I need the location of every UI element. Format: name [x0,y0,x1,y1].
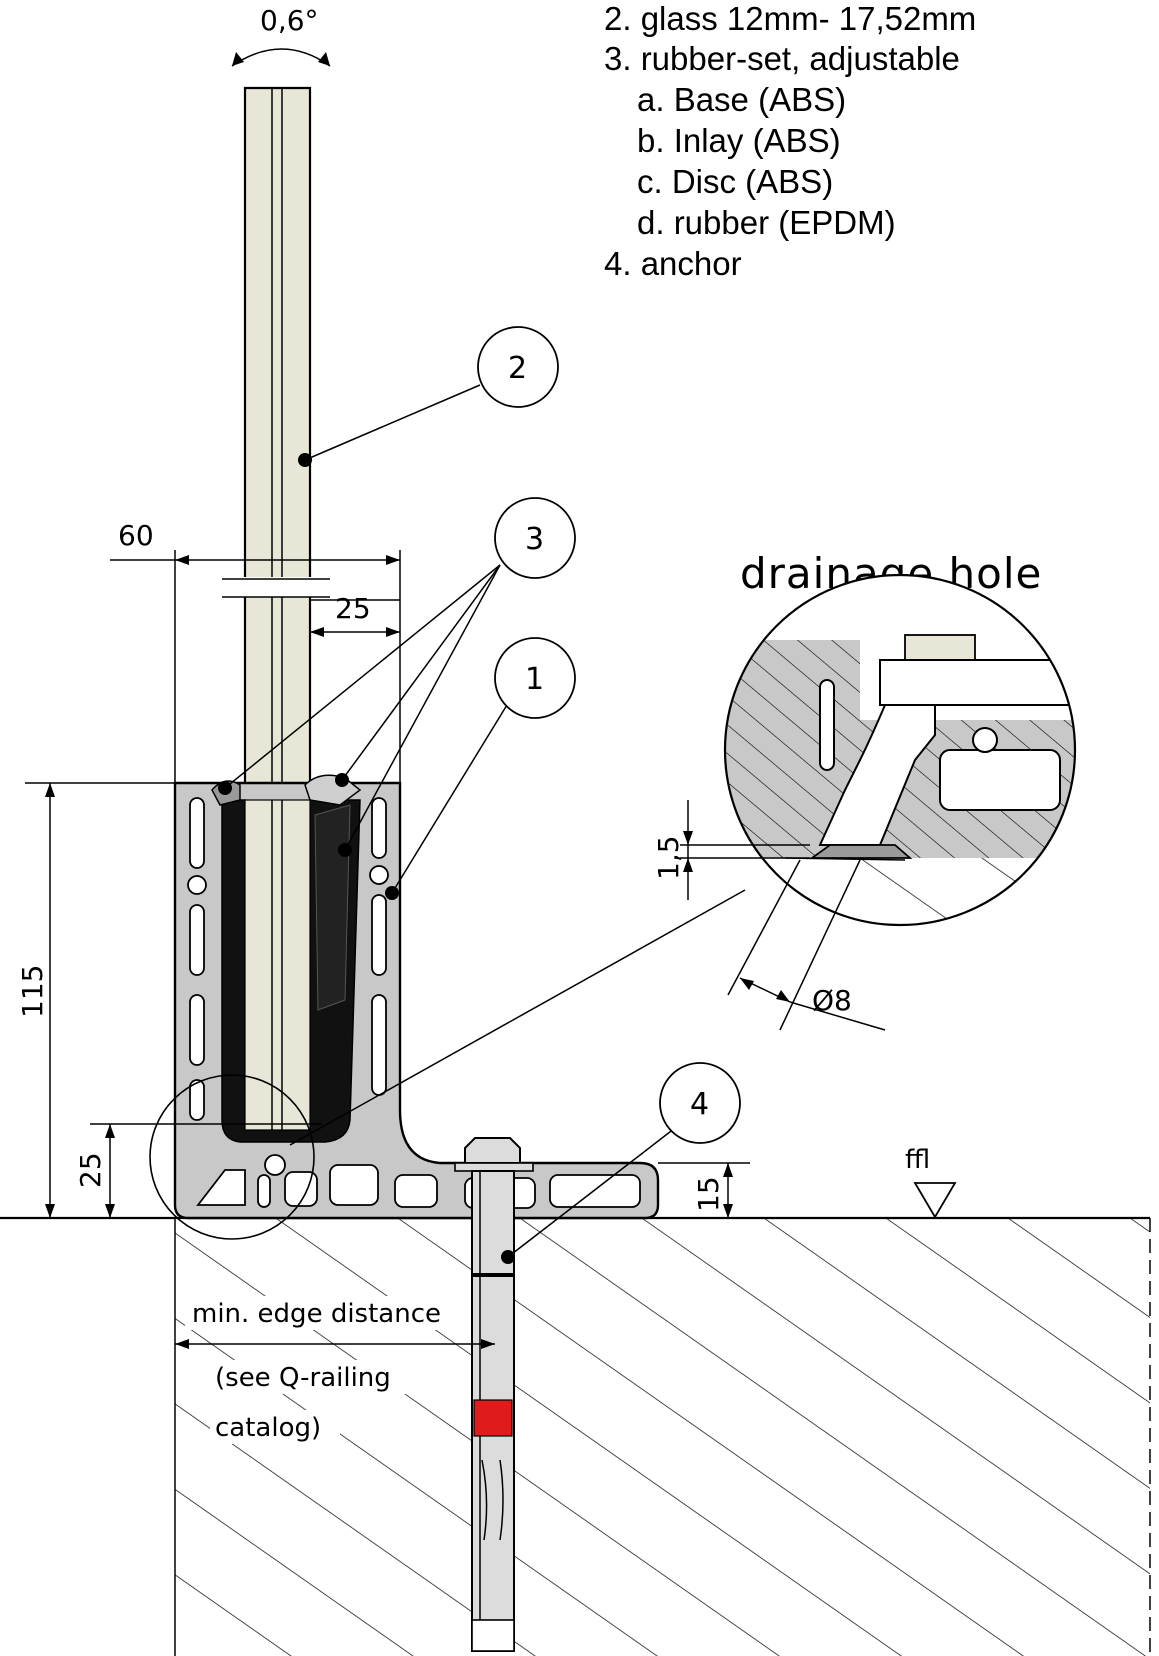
legend-item-rubber-set: 3. rubber-set, adjustable [604,40,960,77]
callout-4-label: 4 [690,1087,709,1122]
base-profile [173,774,660,1220]
callout-1-label: 1 [525,662,544,697]
detail-marker-circle [149,889,746,1240]
drainage-hole-detail: 1,5 Ø8 [652,573,1077,1031]
callout-3: 3 [218,497,576,857]
detail-dim-diameter-label: Ø8 [812,984,852,1017]
ffl-marker: ffl [905,1145,957,1219]
edge-distance-line2: (see Q-railing [215,1363,391,1393]
edge-distance-note: min. edge distance (see Q-railing catalo… [175,1296,495,1444]
legend-item-rubber: d. rubber (EPDM) [637,204,896,241]
edge-distance-line3: catalog) [215,1413,321,1443]
callout-3-label: 3 [525,522,544,557]
legend-item-base: a. Base (ABS) [637,81,846,118]
dimension-60: 60 [110,519,401,783]
callout-2: 2 [298,326,559,467]
legend-item-inlay: b. Inlay (ABS) [637,122,841,159]
angle-label: 0,6° [260,4,319,37]
legend-item-glass: 2. glass 12mm- 17,52mm [604,0,976,37]
dimension-25-left: 25 [74,1123,322,1218]
callout-1: 1 [385,637,576,900]
legend-item-anchor: 4. anchor [604,245,742,282]
ffl-label: ffl [905,1145,930,1175]
dimension-15: 15 [658,1162,750,1218]
legend: 2. glass 12mm- 17,52mm 3. rubber-set, ad… [604,0,976,282]
detail-dim-1-5-label: 1,5 [652,835,685,880]
dimension-115: 115 [16,782,175,1218]
dim-115-label: 115 [16,965,49,1018]
dim-15-label: 15 [692,1176,725,1212]
callout-4: 4 [501,1062,741,1264]
anchor-bolt [454,1137,534,1652]
dim-25-left-label: 25 [74,1152,107,1188]
dim-60-label: 60 [118,519,154,552]
angle-indicator: 0,6° [231,4,331,67]
legend-item-disc: c. Disc (ABS) [637,163,833,200]
concrete-floor [0,1216,1151,1656]
callout-2-label: 2 [508,351,527,386]
dimension-25-top: 25 [310,592,400,637]
dim-25-top-label: 25 [335,592,371,625]
edge-distance-line1: min. edge distance [192,1299,441,1329]
